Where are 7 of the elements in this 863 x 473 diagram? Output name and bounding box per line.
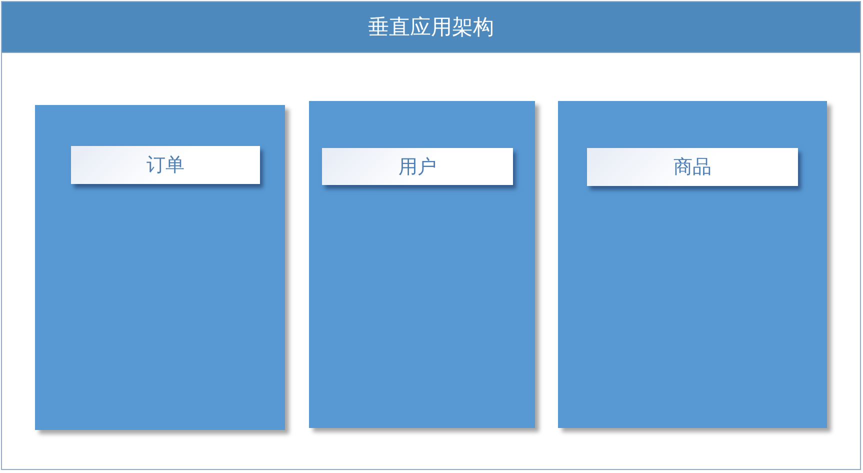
column-panel [558,101,827,428]
column-panel [309,101,535,428]
label-box: 用户 [322,148,513,185]
label-box: 订单 [71,146,260,184]
column-panel [35,105,285,430]
label-box: 商品 [587,148,798,186]
header-bar: 垂直应用架构 [2,2,860,53]
